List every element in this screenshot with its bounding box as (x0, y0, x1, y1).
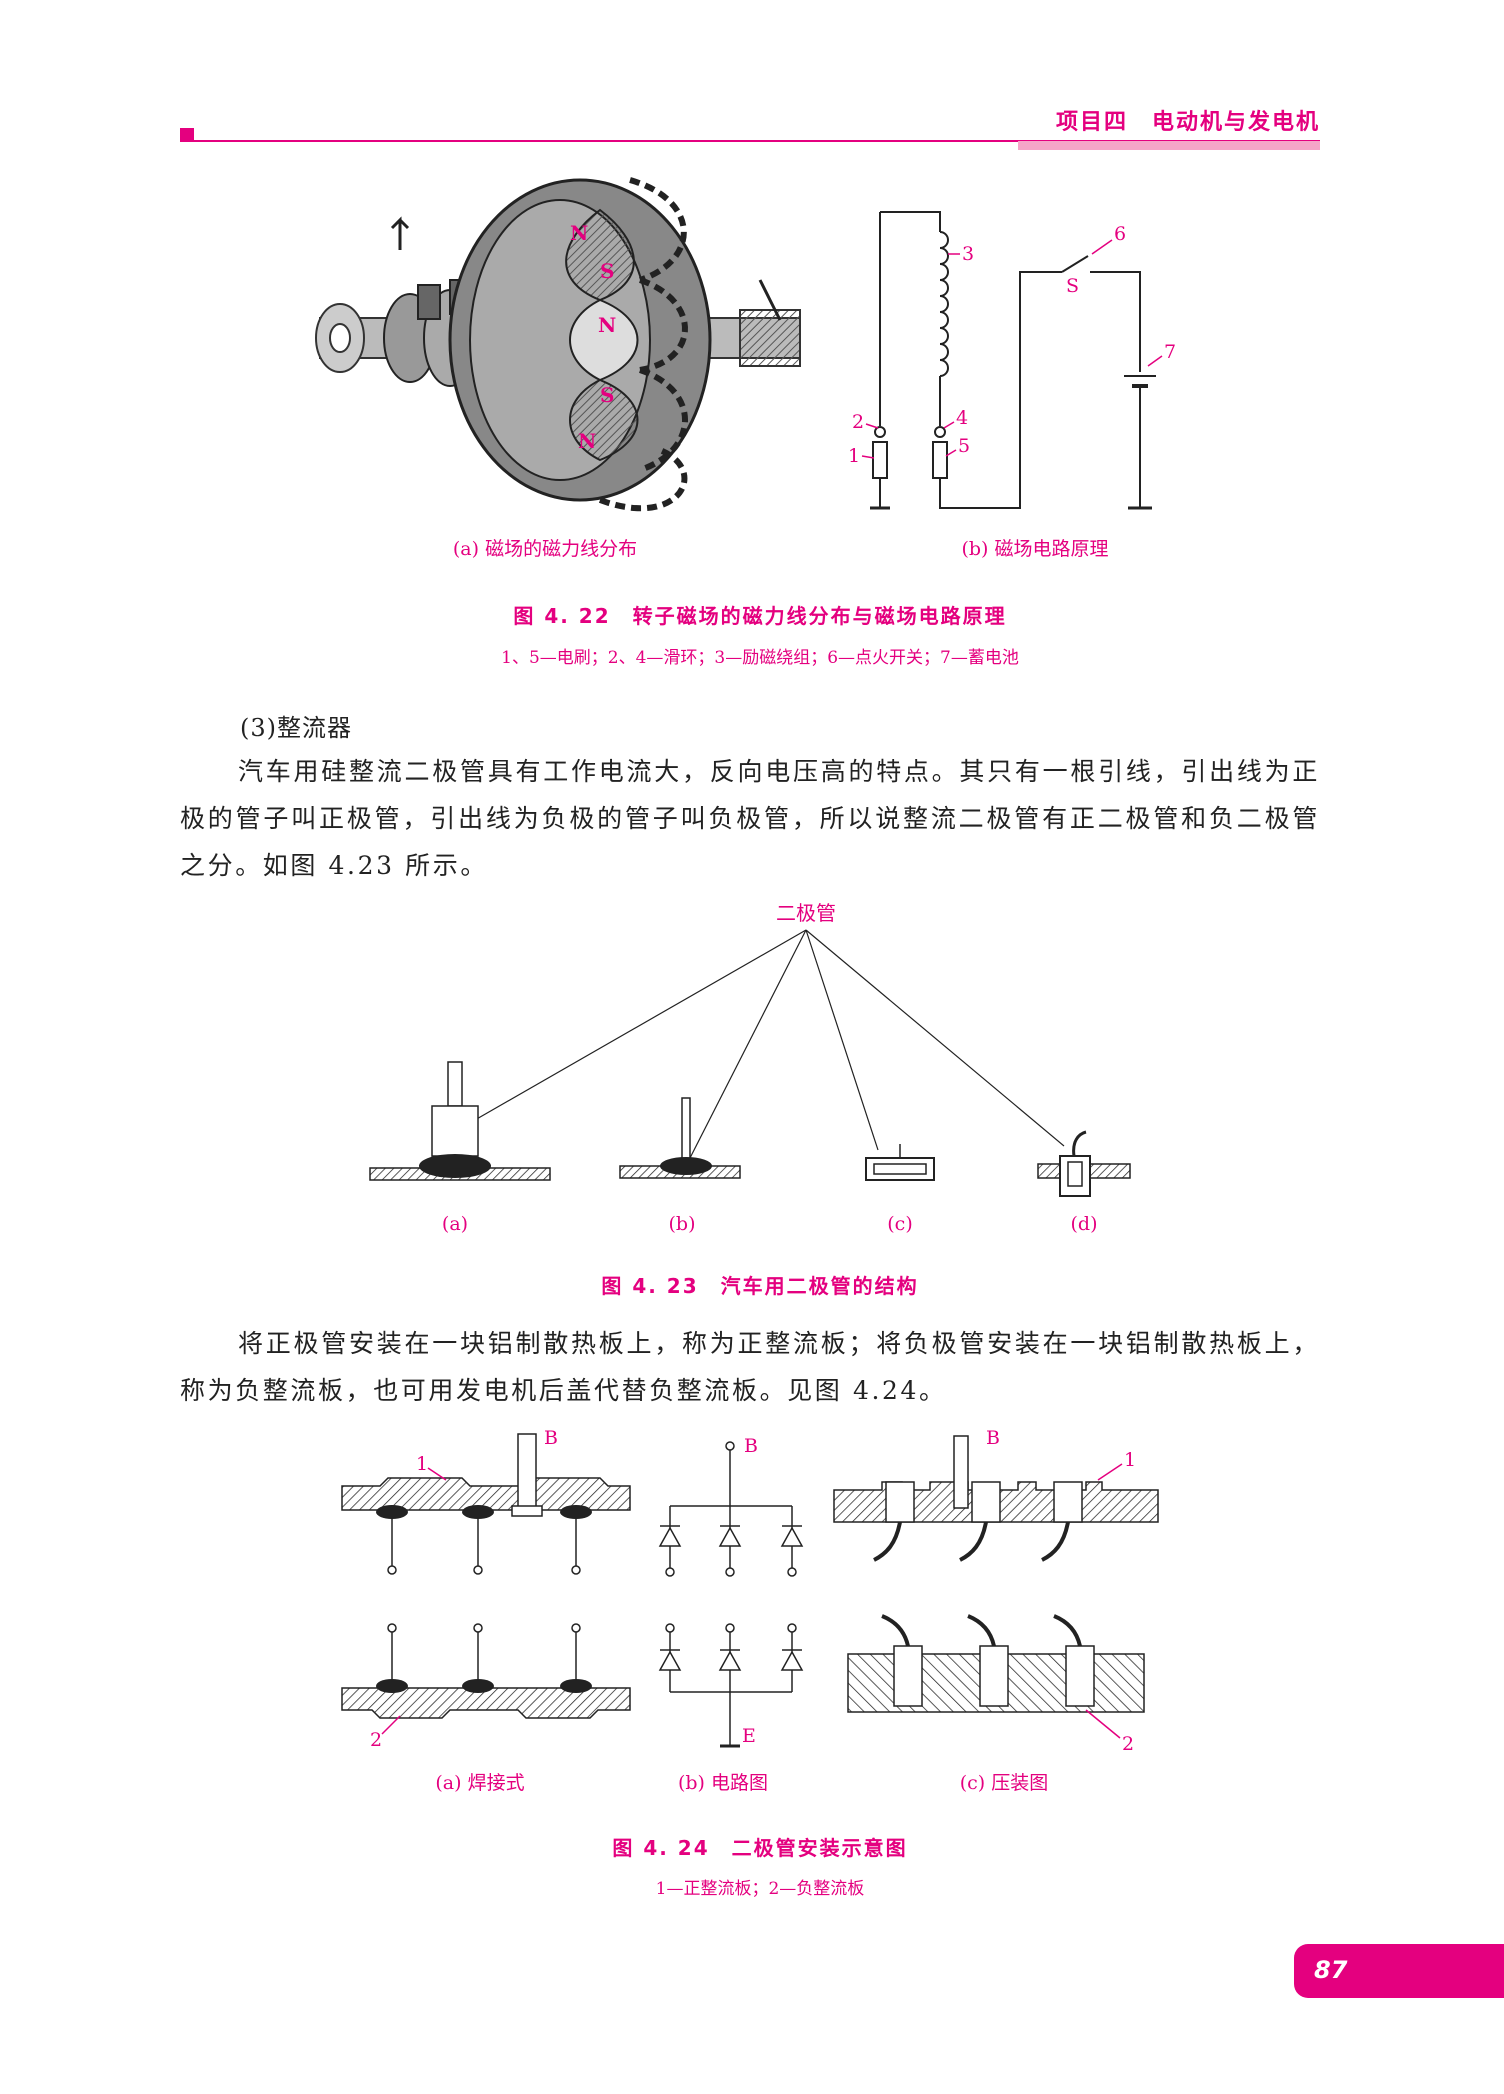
label-positive-plate-c: 1 (1124, 1449, 1136, 1471)
label-3: 3 (962, 243, 974, 265)
sub-label-a: (a) (442, 1213, 468, 1235)
diode-structure-diagram: 二极管 (a) (b) (c) (d) (369, 901, 1131, 1235)
pole-label-n: N (598, 313, 616, 337)
diode-symbol (658, 1506, 804, 1568)
figure-4-22b-caption: (b) 磁场电路原理 (961, 538, 1109, 560)
terminal-label-e: E (742, 1725, 756, 1747)
paragraph-rectifier-plates: 将正极管安装在一块铝制散热板上，称为正整流板；将负极管安装在一块铝制散热板上，称… (180, 1329, 1320, 1405)
figure-4-24-title: 图 4. 24 二极管安装示意图 (612, 1836, 908, 1860)
label-positive-plate-a: 1 (416, 1453, 428, 1475)
header-rule-accent (1018, 141, 1320, 150)
label-5: 5 (958, 435, 970, 457)
figure-4-24b-caption: (b) 电路图 (677, 1772, 769, 1794)
label-7: 7 (1164, 341, 1176, 363)
section-heading: (3)整流器 (240, 714, 352, 742)
sub-label-b: (b) (669, 1213, 696, 1235)
pole-label-s: S (600, 383, 614, 407)
label-negative-plate-a: 2 (370, 1729, 382, 1751)
label-1: 1 (848, 445, 860, 467)
sub-label-d: (d) (1071, 1213, 1098, 1235)
sub-label-c: (c) (887, 1213, 912, 1235)
pole-label-s: S (600, 259, 614, 283)
label-negative-plate-c: 2 (1122, 1733, 1134, 1755)
figure-4-23-title: 图 4. 23 汽车用二极管的结构 (601, 1274, 919, 1298)
figure-4-24c-caption: (c) 压装图 (959, 1772, 1049, 1794)
figure-4-24a-caption: (a) 焊接式 (435, 1772, 525, 1794)
figure-4-22-title: 图 4. 22 转子磁场的磁力线分布与磁场电路原理 (513, 604, 1007, 628)
page-number-tab: 87 (1294, 1944, 1504, 1998)
figure-4-24-legend: 1—正整流板；2—负整流板 (655, 1879, 865, 1899)
diode-mounting-diagram: 1 B 2 B E (341, 1427, 1159, 1755)
terminal-label-b: B (544, 1427, 558, 1449)
field-circuit-diagram: 3 2 1 4 5 6 S 7 (848, 211, 1176, 510)
pole-label-n: N (578, 429, 596, 453)
paragraph-rectifier: 汽车用硅整流二极管具有工作电流大，反向电压高的特点。其只有一根引线，引出线为正极… (180, 757, 1320, 880)
rotor-magnetic-field-illustration: N S N S N (315, 177, 801, 512)
page-number: 87 (1314, 1956, 1348, 1984)
label-2: 2 (852, 411, 864, 433)
header-square-marker (180, 128, 194, 142)
label-4: 4 (956, 407, 968, 429)
terminal-label-b: B (986, 1427, 1000, 1449)
diode-label: 二极管 (776, 901, 836, 925)
running-header: 项目四 电动机与发电机 (1055, 110, 1320, 135)
figure-4-22a-caption: (a) 磁场的磁力线分布 (452, 538, 638, 560)
figure-4-22-legend: 1、5—电刷；2、4—滑环；3—励磁绕组；6—点火开关；7—蓄电池 (501, 648, 1019, 668)
label-6: 6 (1114, 223, 1126, 245)
diode-symbol (658, 1632, 804, 1692)
switch-label-s: S (1066, 275, 1079, 297)
terminal-label-b: B (744, 1435, 758, 1457)
pole-label-n: N (570, 221, 588, 245)
header-rule (180, 140, 1320, 142)
